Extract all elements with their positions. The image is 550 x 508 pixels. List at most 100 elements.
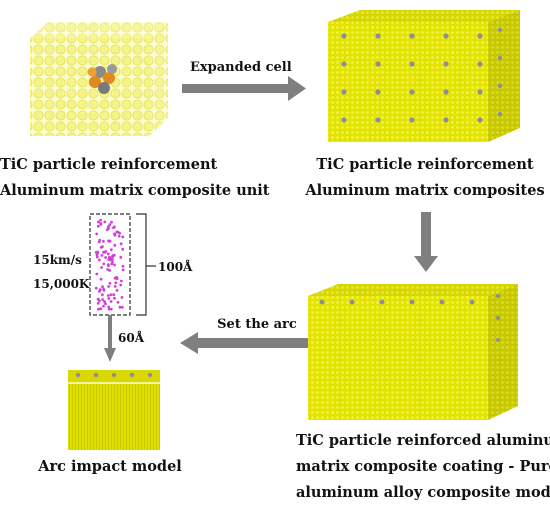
arc-particle [121, 264, 125, 268]
tic-particle-dot [497, 55, 503, 61]
composite-caption-line1: TiC particle reinforcement [316, 156, 534, 173]
arc-particle [99, 277, 103, 281]
tic-particle-dot [341, 33, 347, 39]
arc-particle [99, 307, 103, 311]
arc-particle [119, 256, 123, 259]
arc-particle [112, 226, 115, 230]
arc-particle [96, 302, 100, 305]
tic-particle-dot [443, 117, 449, 123]
arc-particle [108, 281, 112, 285]
unit-caption-line2: Aluminum matrix composite unit [0, 182, 270, 199]
arc-particle [106, 263, 110, 266]
arc-height-label: 100Å [158, 260, 193, 274]
arc-particle [109, 307, 113, 311]
arc-particle-box [89, 213, 131, 316]
tic-particle-dot [497, 83, 503, 89]
tic-particle-dot [496, 338, 500, 342]
arc-particle [121, 247, 125, 251]
arc-particle [109, 300, 113, 303]
arc-particle [119, 283, 123, 287]
tic-particle-dot [443, 61, 449, 67]
arc-particle [117, 234, 121, 238]
tic-particle-dot [497, 27, 503, 33]
arc-particle [116, 230, 120, 234]
impact-model [68, 370, 160, 450]
arc-particle [106, 225, 110, 229]
composite-block-model [328, 10, 520, 142]
arc-particle [99, 222, 103, 225]
arc-particle [96, 224, 100, 228]
arc-particle [116, 300, 120, 304]
arc-particle [114, 276, 118, 279]
arc-arrow-label: Set the arc [217, 317, 297, 332]
arc-particle [106, 252, 110, 256]
arc-particle [101, 298, 105, 301]
arc-particle [106, 268, 110, 271]
arc-particle [107, 297, 111, 300]
arc-particle [95, 272, 99, 276]
coating-block-model [308, 284, 518, 420]
tic-particle-dot [147, 372, 153, 378]
tic-particle-dot [409, 117, 415, 123]
arc-particle [119, 242, 123, 246]
tic-particle-dot [409, 89, 415, 95]
tic-particle-dot [439, 299, 445, 305]
arc-particle [95, 255, 99, 259]
tic-particle-dot [375, 61, 381, 67]
arc-particle [121, 268, 125, 272]
tic-particle-dot [341, 117, 347, 123]
arrow-down-small [104, 315, 116, 362]
arc-particle [115, 289, 119, 292]
tic-particle-dot [443, 33, 449, 39]
arc-particle [100, 254, 104, 257]
tic-particle-dot [477, 61, 483, 67]
tic-particle-dot [375, 89, 381, 95]
arc-particle [105, 228, 109, 232]
tic-particle-dot [341, 89, 347, 95]
arc-particle [111, 258, 114, 262]
tic-particle-dot [93, 372, 99, 378]
tic-particle-dot [129, 372, 135, 378]
arc-particle [114, 281, 118, 285]
arc-particle [109, 293, 113, 297]
arc-particle [109, 248, 113, 252]
tic-particle-dot [409, 61, 415, 67]
impact-caption: Arc impact model [38, 458, 182, 475]
arc-particle [102, 239, 105, 243]
arc-particle [94, 286, 98, 290]
tic-particle-cluster [87, 64, 117, 94]
arc-particle [112, 293, 116, 297]
arc-particle [107, 239, 111, 243]
arc-particle [106, 294, 110, 297]
arc-particle [98, 299, 101, 303]
tic-particle-dot [375, 33, 381, 39]
tic-particle-dot [477, 33, 483, 39]
coating-caption-line1: TiC particle reinforced aluminum [296, 432, 550, 449]
tic-particle-dot [409, 33, 415, 39]
tic-particle-dot [496, 294, 500, 298]
arc-particle [113, 263, 116, 267]
arc-particle [102, 250, 105, 254]
coating-caption-line2: matrix composite coating - Pure [296, 458, 550, 475]
arc-particle [113, 296, 116, 300]
tic-particle-dot [477, 89, 483, 95]
arc-particle [104, 256, 107, 259]
arc-particle [107, 285, 110, 288]
arc-particle [101, 293, 104, 297]
tic-particle-dot [443, 89, 449, 95]
arc-gap-label: 60Å [118, 331, 145, 345]
arc-temperature-label: 15,000K [33, 277, 90, 291]
arc-particle [98, 258, 101, 262]
tic-particle-dot [341, 61, 347, 67]
composite-caption-line2: Aluminum matrix composites [305, 182, 545, 199]
arrow-expanded-cell [182, 76, 306, 101]
arrow-down-large [414, 212, 438, 272]
arc-particle [108, 223, 112, 227]
arc-particle [102, 262, 106, 266]
tic-particle-dot [375, 117, 381, 123]
arc-particle [102, 304, 105, 308]
tic-particle-dot [379, 299, 385, 305]
tic-particle-dot [349, 299, 355, 305]
tic-particle-dot [111, 372, 117, 378]
